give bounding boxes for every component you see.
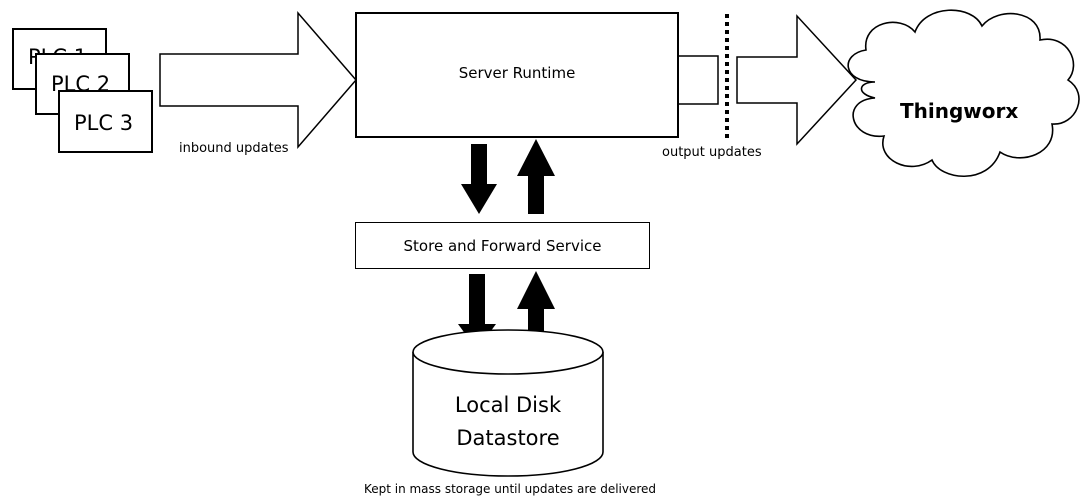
up-arrow-1 <box>517 139 555 214</box>
store-forward-label: Store and Forward Service <box>403 236 602 255</box>
server-runtime-box: Server Runtime <box>355 12 679 138</box>
down-arrow-1 <box>461 144 497 214</box>
datastore-label-line2: Datastore <box>456 426 560 450</box>
datastore-cylinder <box>412 329 604 477</box>
plc-3-label: PLC 3 <box>74 111 134 135</box>
server-runtime-label: Server Runtime <box>458 64 576 82</box>
inbound-updates-label: inbound updates <box>179 141 289 156</box>
output-arrow <box>736 14 858 146</box>
thingworx-label: Thingworx <box>900 99 1019 123</box>
cloud-shape <box>847 9 1080 177</box>
datastore-label-line1: Local Disk <box>454 393 562 417</box>
output-updates-label: output updates <box>662 145 762 160</box>
output-arrow-stub <box>677 55 719 105</box>
storage-caption: Kept in mass storage until updates are d… <box>363 482 657 496</box>
plc-2-label: PLC 2 <box>51 72 111 96</box>
store-forward-box: Store and Forward Service <box>355 222 650 269</box>
inbound-arrow <box>159 10 357 150</box>
up-arrow-2 <box>517 271 555 351</box>
plc-3-box: PLC 3 <box>58 90 153 153</box>
